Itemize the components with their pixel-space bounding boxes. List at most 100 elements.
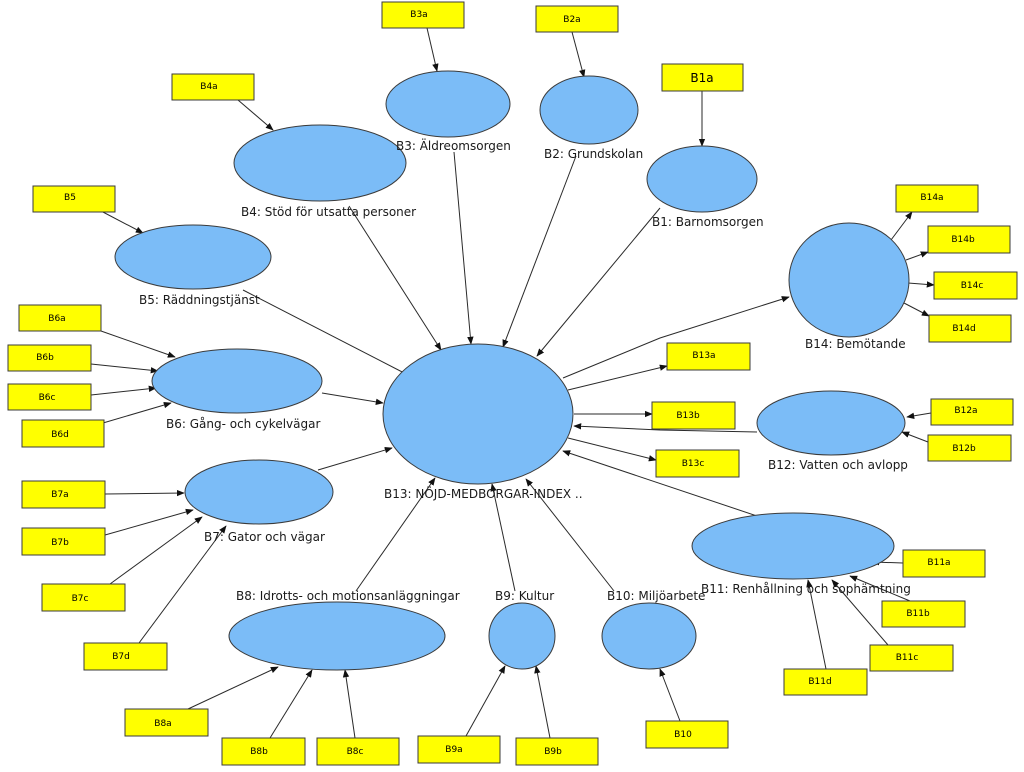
indicator-b9b-label: B9b xyxy=(544,747,562,757)
indicator-b10[interactable]: B10 xyxy=(645,720,729,749)
latent-labels: B1: Barnomsorgen B2: Grundskolan B3: Äld… xyxy=(139,138,911,603)
label-b12: B12: Vatten och avlopp xyxy=(768,458,908,472)
indicator-b2a[interactable]: B2a xyxy=(535,5,619,33)
label-b6: B6: Gång- och cykelvägar xyxy=(166,417,320,431)
indicator-b7c[interactable]: B7c xyxy=(41,583,126,612)
edge-b9a-b9 xyxy=(465,665,506,737)
label-b1: B1: Barnomsorgen xyxy=(652,215,764,229)
indicator-b14b[interactable]: B14b xyxy=(927,225,1011,254)
edge-b8b-b8 xyxy=(269,669,313,739)
indicator-b11c[interactable]: B11c xyxy=(869,644,954,672)
indicator-b12b[interactable]: B12b xyxy=(927,434,1012,462)
edge-b2a-b2 xyxy=(571,31,586,78)
indicator-b13b[interactable]: B13b xyxy=(651,401,736,430)
indicator-b7b-label: B7b xyxy=(51,538,69,548)
indicator-b5[interactable]: B5 xyxy=(32,185,116,213)
edge-b1-b13 xyxy=(536,207,661,357)
indicator-b14a[interactable]: B14a xyxy=(895,184,979,213)
indicator-b6c[interactable]: B6c xyxy=(7,383,92,411)
node-b12[interactable] xyxy=(756,390,906,456)
edge-b9-b13 xyxy=(490,483,516,592)
edge-b6d-b6 xyxy=(102,401,172,424)
edge-b8a-b8 xyxy=(187,666,279,710)
indicator-b8c[interactable]: B8c xyxy=(316,737,400,766)
node-b3[interactable] xyxy=(385,70,511,138)
edge-b5-b13 xyxy=(242,289,411,377)
node-b14[interactable] xyxy=(788,222,910,338)
edge-b6c-b6 xyxy=(90,385,157,396)
edge-b12b-b12 xyxy=(901,431,929,443)
indicator-b6d[interactable]: B6d xyxy=(21,419,105,448)
indicator-b11c-label: B11c xyxy=(896,653,919,663)
indicator-b11a-label: B11a xyxy=(927,558,950,568)
label-b2: B2: Grundskolan xyxy=(544,147,643,161)
indicator-b4a-label: B4a xyxy=(200,82,217,92)
indicator-b8c-label: B8c xyxy=(347,747,364,757)
node-b5[interactable] xyxy=(114,224,272,290)
edge-b13-b14 xyxy=(562,296,790,379)
edge-b7d-b7 xyxy=(138,525,227,644)
edge-b7b-b7 xyxy=(104,508,194,536)
indicator-b7d-label: B7d xyxy=(112,652,130,662)
label-b10: B10: Miljöarbete xyxy=(607,589,705,603)
edge-b10-b13 xyxy=(525,478,615,592)
indicator-b8b[interactable]: B8b xyxy=(221,737,306,766)
indicator-b14c-label: B14c xyxy=(961,281,984,291)
edge-b11b-b11 xyxy=(849,575,911,602)
edge-b11c-b11 xyxy=(831,579,889,646)
edge-b14-b14d xyxy=(903,302,930,317)
indicator-b7b[interactable]: B7b xyxy=(21,527,106,556)
indicator-b5-label: B5 xyxy=(64,193,76,203)
edge-b11d-b11 xyxy=(806,579,827,670)
edge-b2-b13 xyxy=(502,155,577,348)
node-b10[interactable] xyxy=(601,602,697,670)
indicator-b6b[interactable]: B6b xyxy=(7,344,92,372)
indicator-b9b[interactable]: B9b xyxy=(515,737,599,766)
edge-b12a-b12 xyxy=(906,412,932,419)
indicator-b14a-label: B14a xyxy=(920,193,943,203)
indicator-b6b-label: B6b xyxy=(36,353,54,363)
indicator-b13a[interactable]: B13a xyxy=(666,342,751,371)
indicator-b6c-label: B6c xyxy=(39,393,56,403)
indicator-b14d[interactable]: B14d xyxy=(928,314,1012,343)
node-b11[interactable] xyxy=(691,512,895,580)
indicator-b11a[interactable]: B11a xyxy=(902,549,986,578)
indicator-b14d-label: B14d xyxy=(952,324,975,334)
indicator-b9a-label: B9a xyxy=(445,745,462,755)
label-b11: B11: Renhållning och sophämtning xyxy=(701,582,911,596)
indicator-b7a[interactable]: B7a xyxy=(21,480,106,509)
indicator-b13c[interactable]: B13c xyxy=(655,449,740,478)
node-b13[interactable] xyxy=(382,343,574,485)
node-b1[interactable] xyxy=(646,145,758,213)
node-b7[interactable] xyxy=(184,459,334,525)
indicator-b2a-label: B2a xyxy=(563,15,580,25)
indicator-b1a[interactable]: B1a xyxy=(661,63,744,92)
node-b2[interactable] xyxy=(539,75,639,145)
indicator-b9a[interactable]: B9a xyxy=(417,735,501,764)
edge-b7a-b7 xyxy=(104,489,185,497)
node-b8[interactable] xyxy=(228,601,446,671)
edge-b7c-b7 xyxy=(109,516,203,585)
node-b4[interactable] xyxy=(233,124,407,202)
indicator-b11d[interactable]: B11d xyxy=(783,668,868,696)
indicator-b14c[interactable]: B14c xyxy=(933,271,1018,300)
node-b9[interactable] xyxy=(488,602,556,670)
edge-b11-b13 xyxy=(562,450,764,519)
node-b6[interactable] xyxy=(151,348,323,414)
indicator-b6a-label: B6a xyxy=(48,314,65,324)
indicator-b11b[interactable]: B11b xyxy=(881,600,966,628)
edge-b6a-b6 xyxy=(100,330,176,358)
indicator-b7d[interactable]: B7d xyxy=(83,642,168,671)
edge-b4a-b4 xyxy=(237,99,274,131)
indicator-b12a[interactable]: B12a xyxy=(930,398,1014,426)
edge-b12-b13 xyxy=(573,423,758,433)
indicator-b4a[interactable]: B4a xyxy=(171,73,255,101)
edge-b14-b14b xyxy=(905,251,929,261)
indicator-b6a[interactable]: B6a xyxy=(18,304,102,332)
indicator-b11b-label: B11b xyxy=(906,609,930,619)
label-b8: B8: Idrotts- och motionsanläggningar xyxy=(236,589,460,603)
edge-b9b-b9 xyxy=(534,665,551,739)
edge-b13-b13a xyxy=(567,364,668,391)
indicator-b8a[interactable]: B8a xyxy=(124,708,209,737)
indicator-b3a[interactable]: B3a xyxy=(381,1,465,29)
